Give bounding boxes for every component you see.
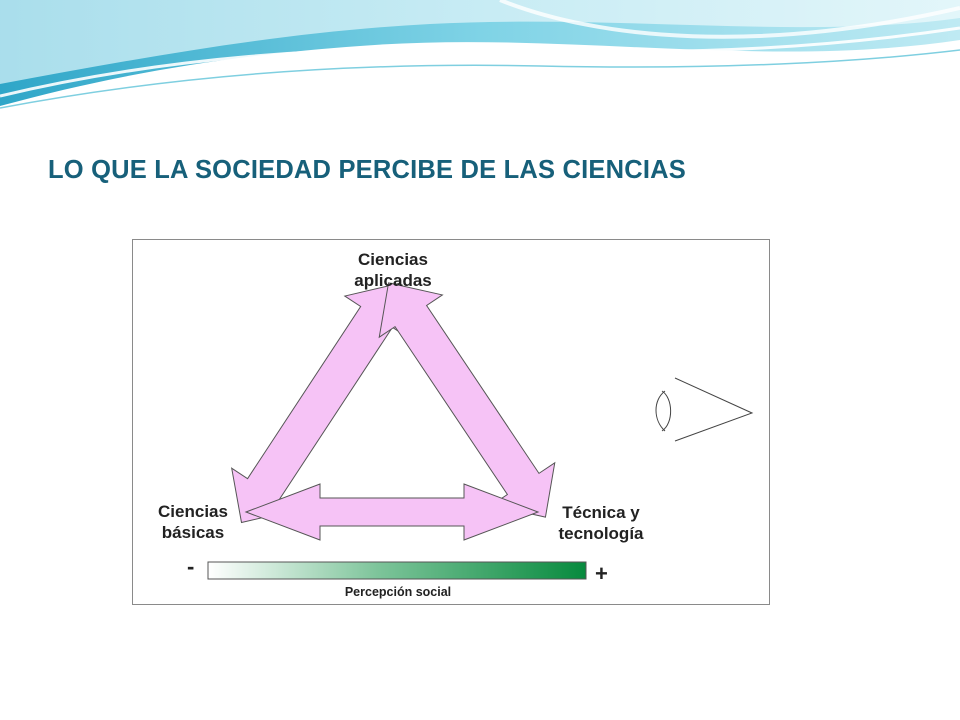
eye-icon: [655, 377, 754, 442]
node-basic-sciences: Ciencias básicas: [133, 501, 253, 543]
node-basic-line1: Ciencias: [158, 502, 228, 521]
perception-scale-bar: [207, 561, 587, 580]
arrow-applied-technology: [378, 282, 556, 518]
scale-caption: Percepción social: [344, 585, 452, 599]
scale-minus-label: -: [187, 554, 195, 579]
node-basic-line2: básicas: [161, 523, 225, 542]
node-applied-line1: Ciencias: [358, 250, 428, 269]
node-technology-line2: tecnología: [558, 524, 644, 543]
slide-title: LO QUE LA SOCIEDAD PERCIBE DE LAS CIENCI…: [48, 156, 686, 184]
node-applied-sciences: Ciencias aplicadas: [323, 249, 463, 291]
arrow-basic-technology: [244, 483, 540, 541]
node-applied-line2: aplicadas: [354, 271, 432, 290]
node-technology-line1: Técnica y: [562, 503, 640, 522]
science-perception-diagram: Ciencias aplicadas Ciencias básicas Técn…: [132, 239, 770, 605]
node-technique-technology: Técnica y tecnología: [531, 502, 671, 544]
header-wave-decoration: [0, 0, 960, 109]
diagram-canvas: [207, 282, 754, 580]
scale-plus-label: +: [595, 561, 608, 586]
